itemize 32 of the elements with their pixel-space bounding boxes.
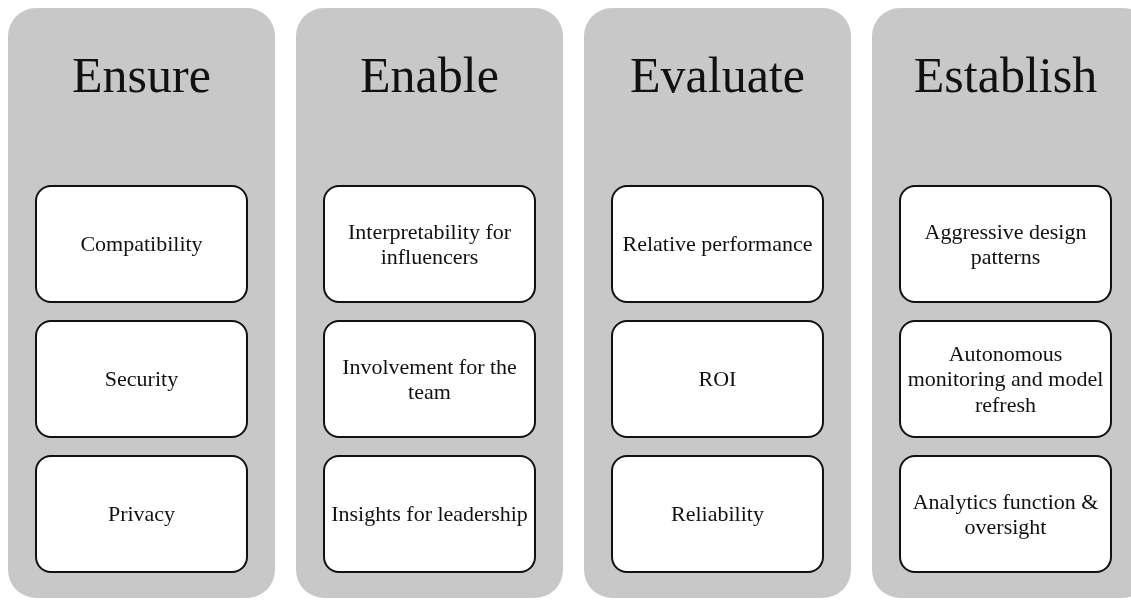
item-box <box>899 320 1112 438</box>
item-text: ROI <box>697 366 738 392</box>
column-heading: Establish <box>912 46 1099 104</box>
item-text: Insights for leadership <box>330 501 529 527</box>
column-panel <box>584 8 851 598</box>
item-box <box>35 185 248 303</box>
column-panel <box>872 8 1131 598</box>
column-panel <box>296 8 563 598</box>
column-heading: Enable <box>359 46 500 104</box>
item-text: Reliability <box>670 501 765 527</box>
item-text: Analytics function & oversight <box>911 488 1100 540</box>
column-panel <box>8 8 275 598</box>
item-text: Autonomous monitoring and model refresh <box>906 341 1105 417</box>
item-text: Security <box>103 366 180 392</box>
item-box <box>35 320 248 438</box>
item-box <box>899 185 1112 303</box>
item-box <box>323 185 536 303</box>
item-box <box>323 455 536 573</box>
item-box <box>323 320 536 438</box>
item-box <box>611 185 824 303</box>
item-box <box>899 455 1112 573</box>
column-heading: Evaluate <box>629 46 806 104</box>
item-text: Interpretability for influencers <box>346 218 513 270</box>
item-box <box>611 320 824 438</box>
item-box <box>35 455 248 573</box>
item-text: Aggressive design patterns <box>923 218 1088 270</box>
item-text: Compatibility <box>79 231 204 257</box>
item-text: Privacy <box>106 501 177 527</box>
item-box <box>611 455 824 573</box>
item-text: Involvement for the team <box>341 353 518 405</box>
item-text: Relative performance <box>621 231 814 257</box>
column-heading: Ensure <box>71 46 212 104</box>
